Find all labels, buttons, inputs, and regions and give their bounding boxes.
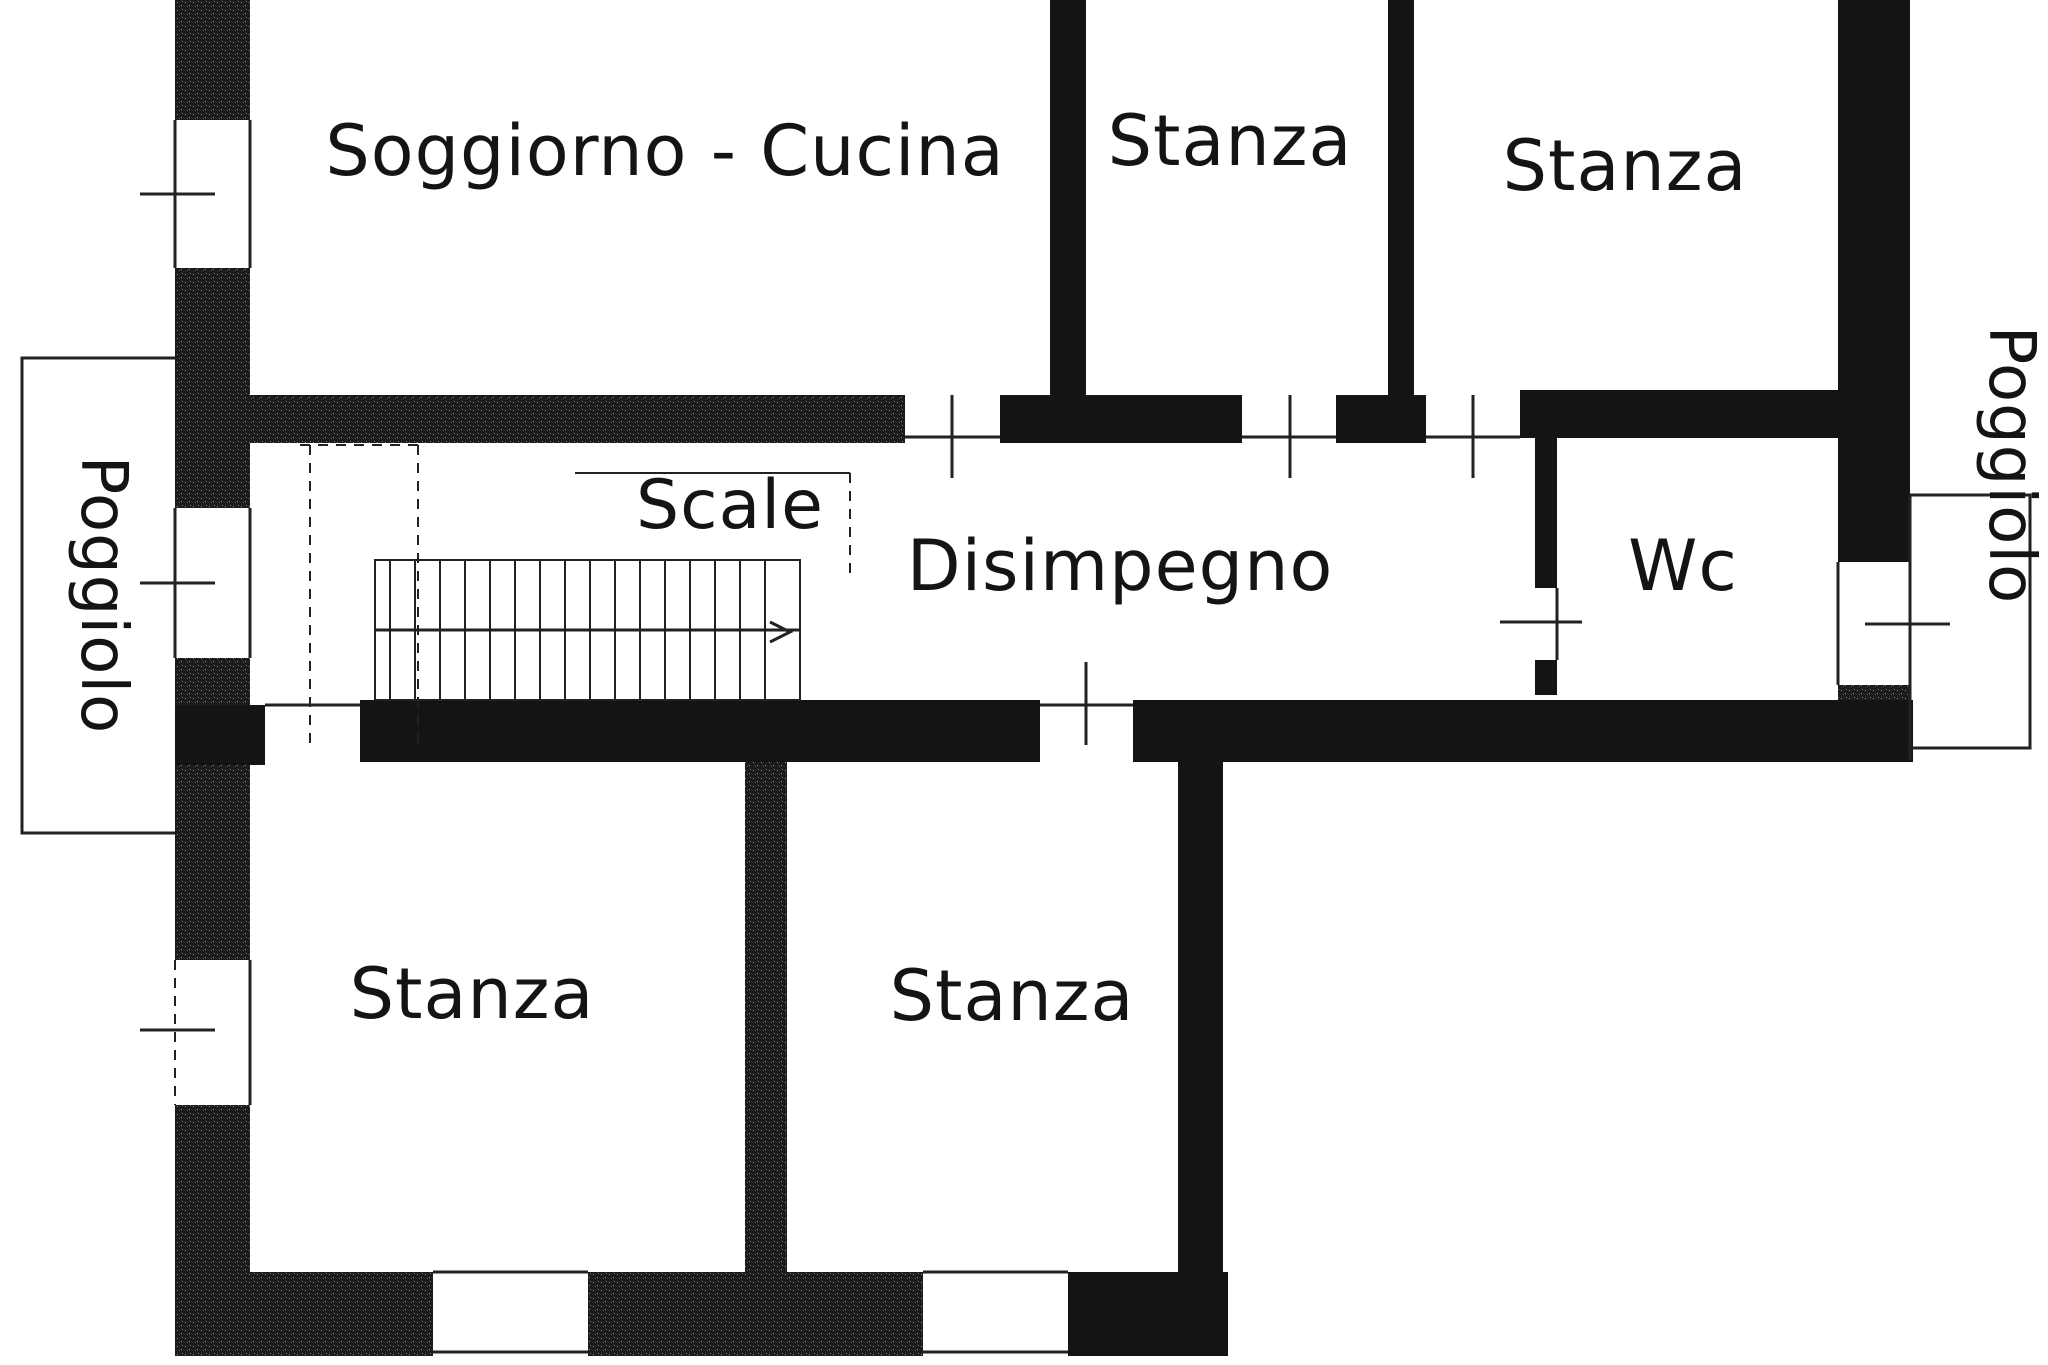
window-left-1 <box>140 120 252 268</box>
door-room-top-right <box>1426 395 1520 478</box>
window-bottom-2 <box>923 1270 1068 1354</box>
door-living <box>905 395 1000 478</box>
room-label-hallway: Disimpegno <box>907 525 1334 607</box>
balcony-right <box>1908 493 2032 760</box>
room-label-room-bottom-middle: Stanza <box>890 955 1135 1037</box>
partition-bottom-rooms <box>745 762 787 1272</box>
room-label-stairs: Scale <box>636 466 824 545</box>
stairwell-opening <box>265 444 419 745</box>
partition-living-room <box>1050 0 1086 395</box>
stairs <box>374 472 851 701</box>
corridor-wall-top <box>250 390 1838 443</box>
room-label-room-top-right: Stanza <box>1503 125 1748 207</box>
partition-room-room <box>1388 0 1414 395</box>
window-right <box>1836 562 1950 685</box>
corridor-wall-bottom <box>175 700 1913 765</box>
door-room-top-middle <box>1242 395 1336 478</box>
room-label-room-bottom-left: Stanza <box>350 953 595 1035</box>
balcony-left <box>20 356 175 835</box>
window-bottom-1 <box>433 1270 588 1354</box>
door-room-bottom-middle <box>1040 662 1133 745</box>
wc-wall <box>1500 438 1582 695</box>
room-label-wc: Wc <box>1628 525 1738 607</box>
balcony-label-left: Poggiolo <box>66 456 140 735</box>
balcony-label-right: Poggiolo <box>1974 326 2048 605</box>
exterior-wall-left <box>175 0 250 1355</box>
room-label-living-kitchen: Soggiorno - Cucina <box>325 110 1004 192</box>
room-label-room-top-middle: Stanza <box>1108 100 1353 182</box>
window-left-2 <box>140 508 252 658</box>
window-left-3 <box>140 960 252 1105</box>
exterior-wall-bottom <box>175 1272 1228 1356</box>
partition-bottom-right <box>1178 762 1223 1272</box>
exterior-wall-right <box>1838 0 1910 760</box>
